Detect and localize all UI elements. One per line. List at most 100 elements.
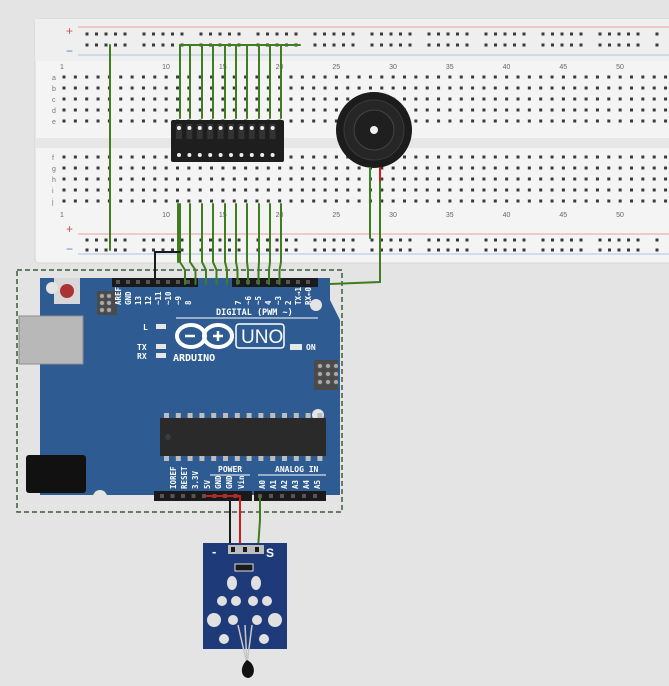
breadboard-hole[interactable] (323, 199, 327, 203)
rail-hole[interactable] (332, 43, 336, 47)
rail-hole[interactable] (655, 238, 659, 242)
breadboard-hole[interactable] (164, 155, 168, 159)
breadboard-hole[interactable] (630, 86, 633, 90)
rail-hole[interactable] (437, 238, 440, 242)
rail-hole[interactable] (560, 43, 564, 47)
header-pin[interactable] (313, 494, 317, 498)
rail-hole[interactable] (617, 43, 621, 47)
rail-hole[interactable] (636, 32, 640, 36)
breadboard-hole[interactable] (153, 166, 157, 170)
breadboard-hole[interactable] (119, 177, 123, 181)
breadboard-hole[interactable] (618, 166, 622, 170)
breadboard-hole[interactable] (584, 166, 588, 170)
breadboard-hole[interactable] (664, 177, 668, 181)
breadboard-hole[interactable] (527, 188, 531, 192)
breadboard-hole[interactable] (516, 199, 520, 203)
breadboard-hole[interactable] (403, 75, 406, 79)
breadboard-hole[interactable] (459, 97, 463, 101)
breadboard-hole[interactable] (425, 108, 429, 112)
breadboard-hole[interactable] (630, 155, 633, 159)
rail-hole[interactable] (370, 238, 374, 242)
breadboard-hole[interactable] (62, 155, 66, 159)
breadboard-hole[interactable] (346, 199, 350, 203)
rail-hole[interactable] (370, 43, 374, 47)
header-pin[interactable] (286, 280, 290, 284)
rail-hole[interactable] (655, 32, 659, 36)
header-pin[interactable] (186, 280, 190, 284)
breadboard-hole[interactable] (221, 166, 225, 170)
breadboard-hole[interactable] (62, 199, 66, 203)
breadboard-hole[interactable] (437, 108, 441, 112)
breadboard-hole[interactable] (584, 188, 588, 192)
breadboard-hole[interactable] (278, 166, 282, 170)
breadboard-hole[interactable] (425, 119, 429, 123)
rail-hole[interactable] (313, 32, 317, 36)
breadboard-hole[interactable] (266, 177, 270, 181)
breadboard-hole[interactable] (561, 119, 565, 123)
breadboard-hole[interactable] (641, 188, 645, 192)
rail-hole[interactable] (209, 248, 212, 252)
breadboard-hole[interactable] (141, 188, 145, 192)
breadboard-hole[interactable] (505, 75, 509, 79)
breadboard-hole[interactable] (334, 86, 338, 90)
rail-hole[interactable] (513, 43, 516, 47)
rail-hole[interactable] (114, 248, 117, 252)
breadboard-hole[interactable] (539, 97, 543, 101)
breadboard-hole[interactable] (471, 75, 475, 79)
breadboard-hole[interactable] (459, 108, 463, 112)
breadboard-hole[interactable] (380, 86, 384, 90)
breadboard-hole[interactable] (448, 75, 452, 79)
breadboard-hole[interactable] (527, 119, 531, 123)
breadboard-hole[interactable] (550, 108, 554, 112)
breadboard-hole[interactable] (573, 155, 577, 159)
breadboard-hole[interactable] (630, 166, 633, 170)
breadboard-hole[interactable] (482, 75, 486, 79)
breadboard-hole[interactable] (119, 97, 123, 101)
breadboard-hole[interactable] (346, 86, 350, 90)
breadboard-hole[interactable] (425, 86, 429, 90)
breadboard-hole[interactable] (289, 86, 293, 90)
rail-hole[interactable] (237, 32, 241, 36)
led-bar-graph[interactable] (171, 120, 284, 162)
breadboard-hole[interactable] (630, 188, 633, 192)
breadboard-hole[interactable] (652, 188, 656, 192)
rail-hole[interactable] (380, 238, 383, 242)
breadboard-hole[interactable] (187, 97, 191, 101)
breadboard-hole[interactable] (425, 177, 429, 181)
rail-hole[interactable] (503, 238, 507, 242)
breadboard-hole[interactable] (482, 119, 486, 123)
breadboard-hole[interactable] (96, 166, 100, 170)
rail-hole[interactable] (313, 248, 317, 252)
rail-hole[interactable] (85, 32, 89, 36)
breadboard-hole[interactable] (595, 108, 599, 112)
breadboard-hole[interactable] (73, 119, 77, 123)
rail-hole[interactable] (655, 43, 659, 47)
rail-hole[interactable] (446, 238, 450, 242)
rail-hole[interactable] (152, 248, 155, 252)
breadboard-hole[interactable] (62, 97, 66, 101)
breadboard-hole[interactable] (176, 86, 179, 90)
breadboard-hole[interactable] (323, 177, 327, 181)
header-pin[interactable] (166, 280, 170, 284)
rail-hole[interactable] (104, 32, 108, 36)
rail-hole[interactable] (294, 238, 298, 242)
breadboard-hole[interactable] (664, 108, 668, 112)
header-pin[interactable] (191, 494, 196, 498)
breadboard-hole[interactable] (346, 75, 350, 79)
breadboard-hole[interactable] (334, 177, 338, 181)
breadboard-hole[interactable] (652, 75, 656, 79)
breadboard-hole[interactable] (73, 108, 77, 112)
breadboard-hole[interactable] (300, 108, 304, 112)
rail-hole[interactable] (579, 238, 583, 242)
breadboard-hole[interactable] (595, 199, 599, 203)
rail-hole[interactable] (351, 248, 355, 252)
breadboard-hole[interactable] (289, 199, 293, 203)
breadboard-hole[interactable] (312, 155, 316, 159)
breadboard-hole[interactable] (85, 108, 89, 112)
breadboard-hole[interactable] (210, 75, 214, 79)
rail-hole[interactable] (408, 32, 412, 36)
breadboard-hole[interactable] (595, 188, 599, 192)
breadboard-hole[interactable] (573, 199, 577, 203)
rail-hole[interactable] (456, 32, 459, 36)
header-pin[interactable] (170, 494, 175, 498)
